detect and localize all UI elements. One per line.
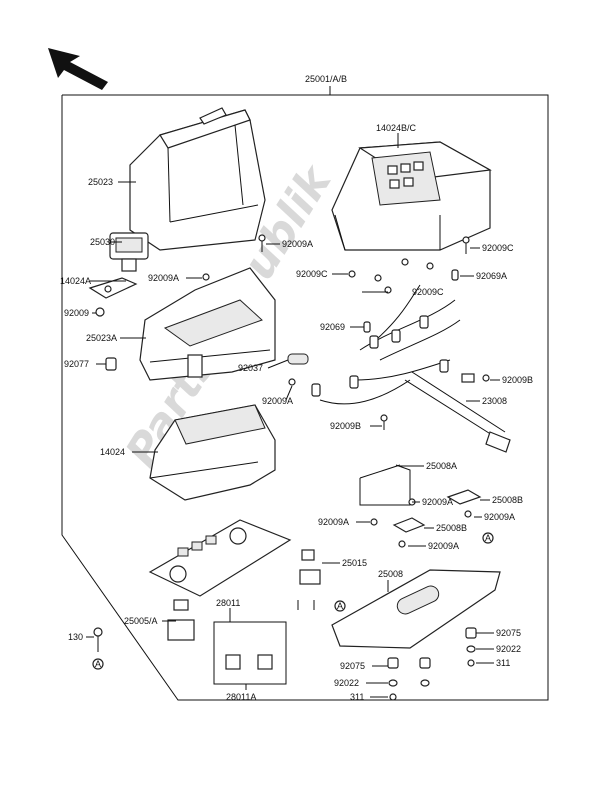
base-plate-25008 bbox=[331, 569, 501, 649]
label-25008: 25008 bbox=[378, 569, 403, 579]
label-25008b-2: 25008B bbox=[436, 523, 467, 533]
label-25030: 25030 bbox=[90, 237, 115, 247]
screw-92009a-1 bbox=[258, 234, 266, 252]
label-25005a: 25005/A bbox=[124, 616, 158, 626]
socket-assembly-25005a bbox=[167, 599, 195, 641]
label-311-2: 311 bbox=[350, 692, 364, 702]
label-92077: 92077 bbox=[64, 359, 89, 369]
screw-92009a-7 bbox=[398, 540, 406, 548]
ref-circle-a3 bbox=[92, 658, 104, 670]
grommet-92075 bbox=[465, 627, 477, 639]
label-92069a: 92069A bbox=[476, 271, 507, 281]
screw-92009b-2 bbox=[380, 414, 388, 430]
label-92009: 92009 bbox=[64, 308, 89, 318]
label-23008: 23008 bbox=[482, 396, 507, 406]
ref-label-a3: A bbox=[95, 659, 101, 669]
nut-311-2 bbox=[389, 693, 397, 701]
direction-arrow-icon bbox=[48, 48, 108, 90]
wiring-harness-23008 bbox=[311, 284, 511, 453]
screw-92009b-1 bbox=[482, 374, 490, 382]
meter-panel bbox=[148, 519, 292, 597]
plate-25008b-2 bbox=[392, 517, 426, 533]
label-14024a: 14024A bbox=[60, 276, 91, 286]
socket-assembly-25015 bbox=[297, 549, 321, 610]
label-92009b-2: 92009B bbox=[330, 421, 361, 431]
ref-label-a1: A bbox=[485, 533, 491, 543]
label-25023: 25023 bbox=[88, 177, 113, 187]
plate-25008b bbox=[446, 489, 482, 505]
label-92009a-7: 92009A bbox=[428, 541, 459, 551]
label-92009b-1: 92009B bbox=[502, 375, 533, 385]
leader-lines bbox=[86, 133, 500, 698]
grommet-92075-2 bbox=[387, 657, 431, 669]
label-130: 130 bbox=[68, 632, 83, 642]
label-311: 311 bbox=[496, 658, 510, 668]
label-25023a: 25023A bbox=[86, 333, 117, 343]
bulb-92069a bbox=[451, 269, 459, 281]
lower-case-14024 bbox=[149, 404, 276, 501]
label-25001ab: 25001/A/B bbox=[305, 74, 347, 84]
lamp-group-28011 bbox=[213, 621, 287, 685]
label-92009c-2: 92009C bbox=[296, 269, 328, 279]
clamp-92037 bbox=[287, 353, 309, 365]
screw-92009a-5 bbox=[464, 510, 472, 518]
label-92009a-1: 92009A bbox=[282, 239, 313, 249]
bulb-92069 bbox=[363, 321, 371, 333]
label-92075: 92075 bbox=[496, 628, 521, 638]
label-92022-2: 92022 bbox=[334, 678, 359, 688]
label-92009a-5: 92009A bbox=[484, 512, 515, 522]
label-92009a-4: 92009A bbox=[422, 497, 453, 507]
screw-92009a-3 bbox=[288, 378, 296, 386]
screw-92009a-2 bbox=[202, 273, 210, 281]
meter-housing-25023 bbox=[129, 107, 266, 251]
label-92009a-6: 92009A bbox=[318, 517, 349, 527]
lower-cover-25023a bbox=[139, 267, 276, 381]
assembly-frame bbox=[61, 94, 549, 701]
meter-case-14024bc bbox=[331, 141, 492, 251]
label-25008b: 25008B bbox=[492, 495, 523, 505]
label-92022: 92022 bbox=[496, 644, 521, 654]
nut-311 bbox=[467, 659, 475, 667]
screw-92009c-1 bbox=[462, 236, 470, 254]
label-28011: 28011 bbox=[216, 598, 240, 608]
ref-label-a2: A bbox=[337, 601, 343, 611]
indicator-unit-25030 bbox=[109, 232, 149, 272]
collar-92022 bbox=[466, 645, 476, 653]
ref-circle-a2 bbox=[334, 600, 346, 612]
label-92009a-3: 92009A bbox=[262, 396, 293, 406]
ref-circle-a1 bbox=[482, 532, 494, 544]
collar-92022-2 bbox=[388, 679, 430, 687]
label-25015: 25015 bbox=[342, 558, 367, 568]
label-92037: 92037 bbox=[238, 363, 263, 373]
screw-92009 bbox=[95, 307, 105, 317]
label-14024: 14024 bbox=[100, 447, 125, 457]
bolt-130 bbox=[93, 627, 103, 652]
bracket-25008a bbox=[359, 464, 411, 506]
label-28011a: 28011A bbox=[226, 692, 256, 702]
label-92075-2: 92075 bbox=[340, 661, 365, 671]
grommet-92077 bbox=[105, 357, 117, 371]
label-92069: 92069 bbox=[320, 322, 345, 332]
screw-92009a-6 bbox=[370, 518, 378, 526]
label-92009c-3: 92009C bbox=[412, 287, 444, 297]
label-25008a: 25008A bbox=[426, 461, 457, 471]
label-14024bc: 14024B/C bbox=[376, 123, 417, 133]
label-92009a-2: 92009A bbox=[148, 273, 179, 283]
screw-92009c-2 bbox=[348, 258, 434, 294]
label-92009c-1: 92009C bbox=[482, 243, 514, 253]
